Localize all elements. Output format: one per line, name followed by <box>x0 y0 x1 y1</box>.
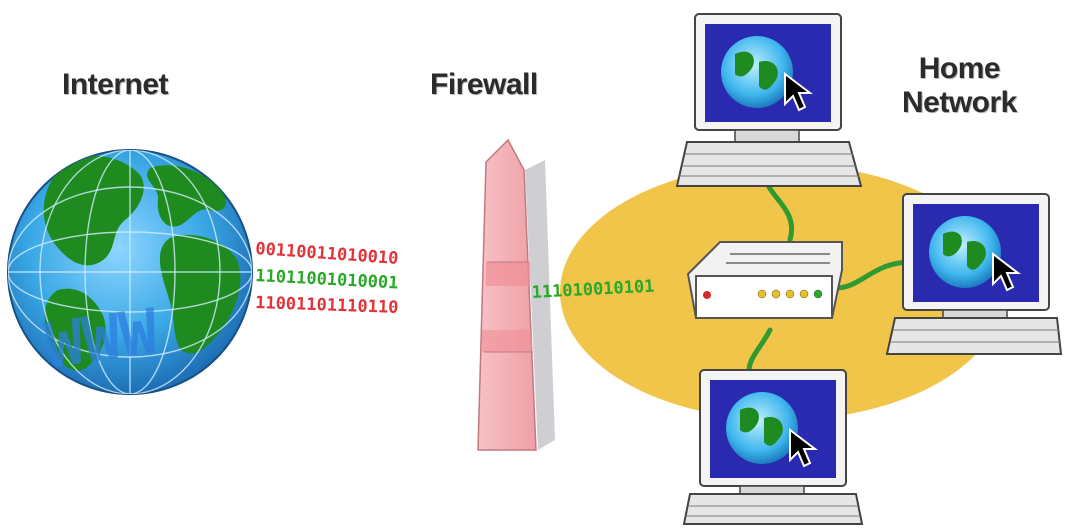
internet-globe-icon: WWW <box>7 149 253 395</box>
internet-label: Internet <box>62 68 169 101</box>
home-network-label-line2: Network <box>902 86 1017 119</box>
globe-www-text: WWW <box>41 294 163 382</box>
router-icon <box>686 241 843 319</box>
firewall-icon <box>477 138 555 451</box>
home-network-label: Home Network <box>902 52 1017 120</box>
blocked-bits-bottom: 11001101110110 <box>255 293 399 318</box>
computer-icon <box>682 369 864 525</box>
allowed-bits-middle: 11011001010001 <box>255 266 399 293</box>
computer-icon <box>885 193 1063 355</box>
home-network-label-line1: Home <box>918 52 1001 85</box>
computer-icon <box>675 13 863 187</box>
firewall-label: Firewall <box>430 68 538 101</box>
blocked-bits-top: 00110011010010 <box>255 239 399 269</box>
